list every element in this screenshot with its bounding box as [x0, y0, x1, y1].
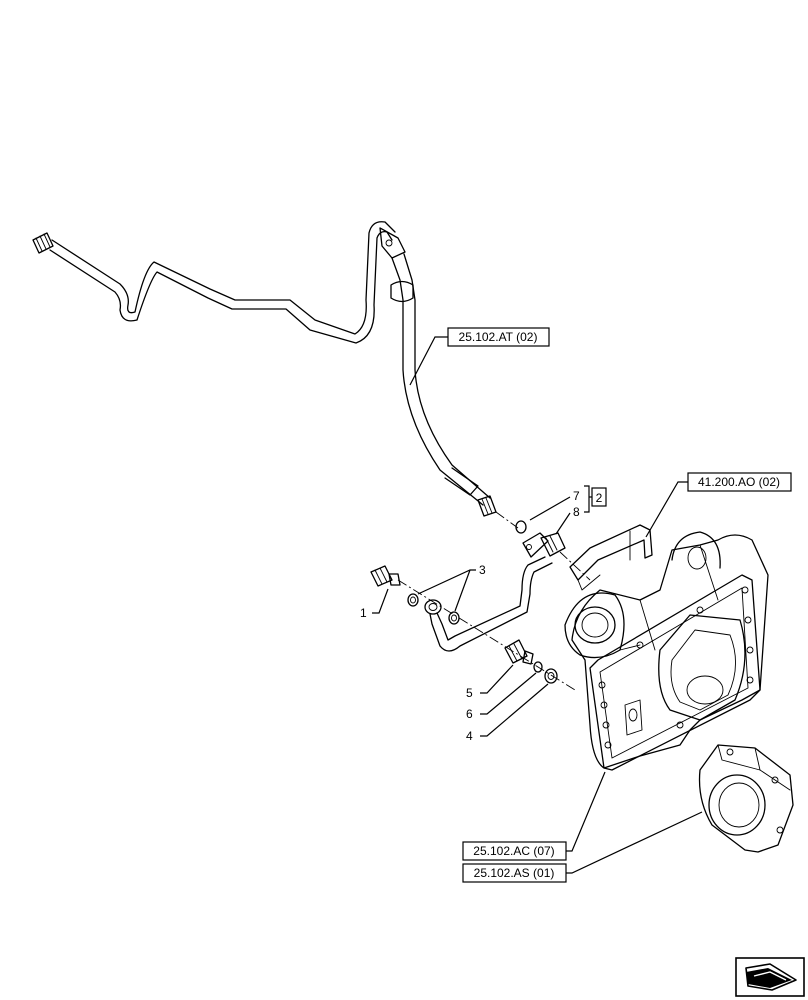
o-ring-7: [515, 520, 527, 534]
callout-4: 4: [466, 729, 473, 743]
o-ring-6: [533, 661, 543, 673]
callout-7: 7: [573, 489, 580, 503]
ref-box-housing[interactable]: 25.102.AC (07): [462, 841, 567, 861]
ref-box-bracket[interactable]: 41.200.AO (02): [687, 472, 792, 492]
ref-label-housing: 25.102.AC (07): [473, 844, 554, 858]
next-page-arrow-icon[interactable]: [735, 957, 805, 997]
sealing-washer-3a: [407, 593, 419, 607]
ref-box-tube-assembly[interactable]: 25.102.AT (02): [447, 327, 550, 347]
callout-5: 5: [466, 686, 473, 700]
ref-label-bearing-cap: 25.102.AS (01): [474, 866, 555, 880]
short-tube: [424, 556, 553, 652]
washer-4: [544, 668, 558, 684]
callout-1: 1: [360, 606, 367, 620]
banjo-bolt-1: [370, 565, 401, 587]
ref-label-bracket: 41.200.AO (02): [698, 475, 780, 489]
ref-label-tube-assembly: 25.102.AT (02): [459, 330, 538, 344]
sealing-washer-3b-hole: [451, 614, 457, 622]
union-fitting-8: [522, 532, 566, 558]
bearing-cap: [698, 744, 794, 853]
washer-4-hole: [547, 672, 555, 680]
adapter-5: [504, 639, 534, 665]
item-2-box: [591, 487, 607, 507]
centerline-upper: [559, 551, 591, 581]
sealing-washer-3b: [448, 611, 460, 625]
axle-housing: [564, 531, 769, 771]
callout-3: 3: [479, 563, 486, 577]
hydraulic-tube: [32, 221, 519, 529]
callout-2: 2: [596, 491, 603, 505]
centerline-lower: [397, 579, 576, 691]
callout-6: 6: [466, 707, 473, 721]
support-bracket: [569, 524, 653, 591]
callout-8: 8: [573, 505, 580, 519]
sealing-washer-3a-hole: [410, 596, 416, 604]
ref-box-bearing-cap[interactable]: 25.102.AS (01): [462, 863, 567, 883]
tube-end-fitting-left: [32, 232, 54, 254]
leader-lines: [372, 336, 703, 874]
